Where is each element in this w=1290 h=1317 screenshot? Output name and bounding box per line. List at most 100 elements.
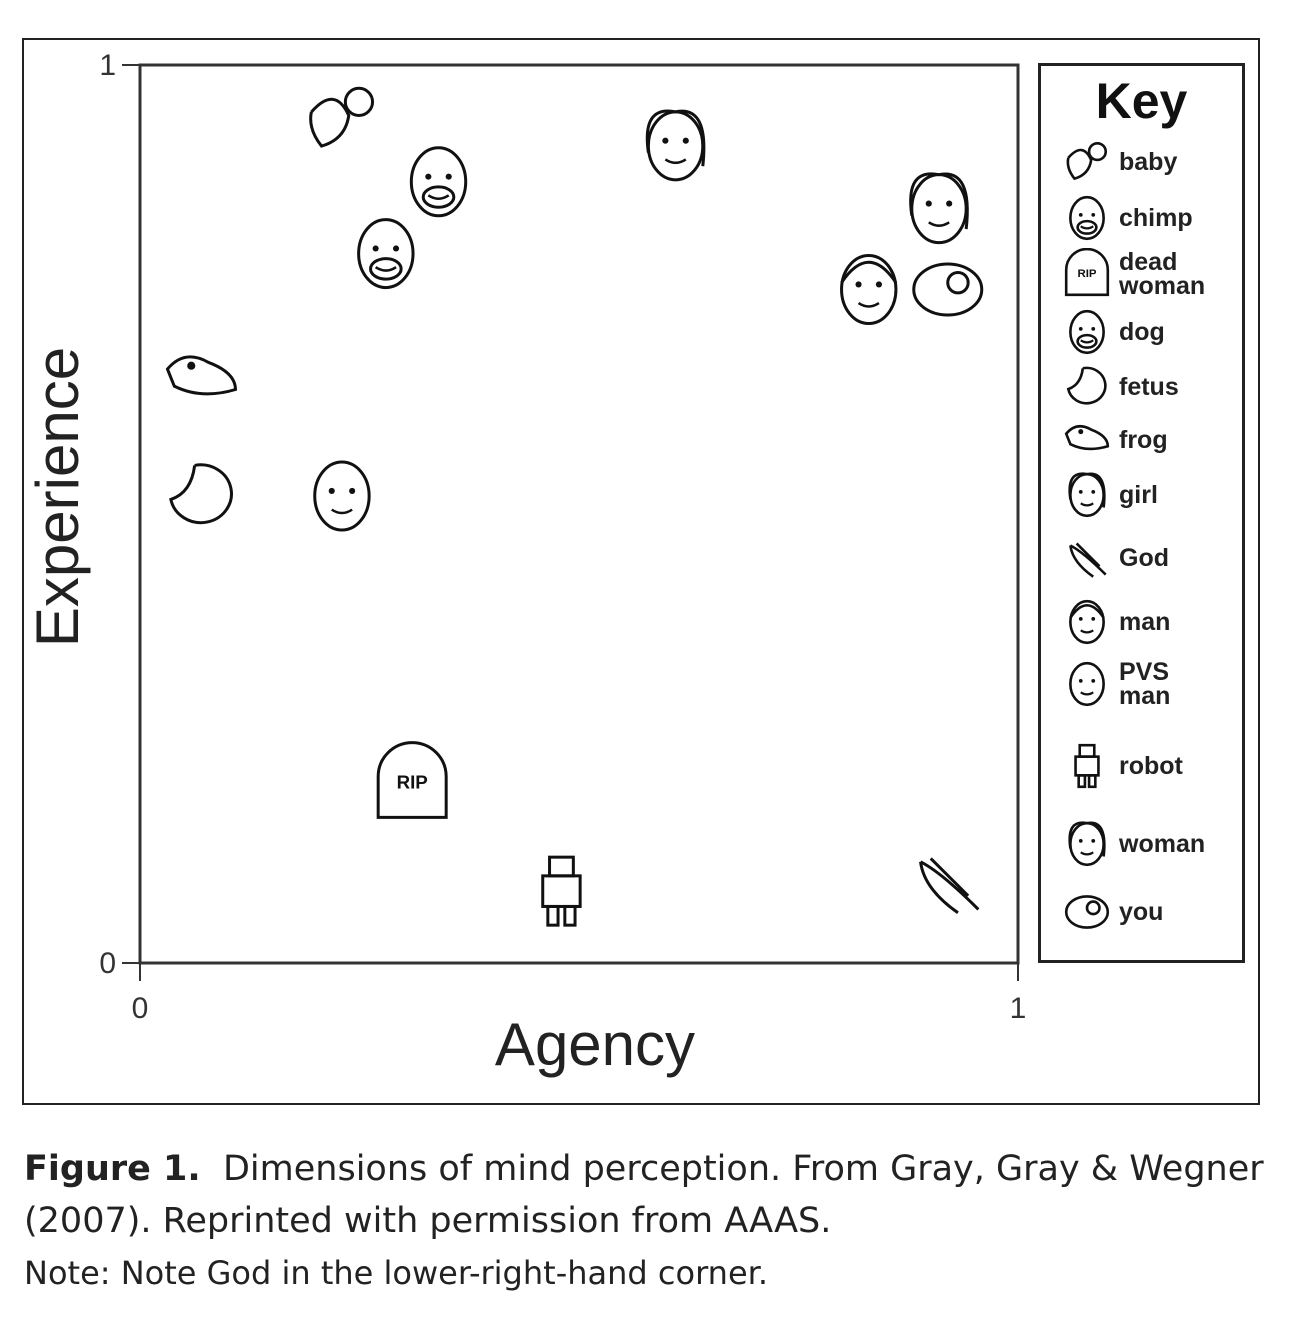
face-outline — [1069, 472, 1105, 518]
data-point-dog — [357, 218, 415, 290]
muzzle — [369, 257, 403, 281]
data-point-robot — [541, 855, 582, 927]
data-point-girl — [645, 109, 706, 182]
mouth — [374, 266, 397, 272]
legend-icon-shape — [1068, 821, 1106, 867]
legend-item: RIP dead woman — [1061, 248, 1219, 300]
legend-label: man — [1119, 608, 1171, 636]
legend-label: dog — [1119, 318, 1165, 346]
tombstone-shape — [1064, 248, 1110, 297]
mouth — [928, 221, 950, 227]
muzzle — [1076, 333, 1098, 349]
legend-icon-shape: RIP — [1064, 248, 1110, 297]
legend-label: chimp — [1119, 204, 1193, 232]
legend-item: dog — [1061, 306, 1219, 358]
eye — [1091, 327, 1096, 331]
rip-text: RIP — [397, 772, 428, 793]
mouth — [1080, 502, 1094, 507]
legend-icon — [1064, 895, 1110, 929]
legend-icon — [1069, 542, 1107, 578]
legend-label: dead woman — [1119, 248, 1206, 300]
frog-eye — [187, 361, 196, 370]
robot-head — [1078, 743, 1096, 758]
figure-label: Figure 1. — [24, 1149, 201, 1189]
legend-icon-shape — [1064, 895, 1110, 929]
mouth — [1080, 339, 1094, 344]
mouth — [331, 508, 353, 515]
eye — [875, 281, 882, 288]
y-axis-label: Experience — [24, 347, 91, 647]
legend-item: PVS man — [1061, 658, 1219, 710]
legend-item: woman — [1061, 818, 1219, 870]
legend-icon — [1066, 366, 1107, 405]
face-outline — [910, 173, 968, 245]
mouth — [1080, 691, 1094, 696]
x-tick-label: 1 — [1010, 992, 1027, 1025]
legend-label: frog — [1119, 426, 1168, 454]
data-point-baby — [309, 86, 375, 148]
robot-body — [1074, 755, 1100, 777]
legend-icon-shape — [1069, 599, 1105, 645]
caption-text: Dimensions of mind perception. From Gray… — [24, 1149, 1264, 1241]
eye — [445, 173, 452, 180]
data-point-frog — [165, 355, 237, 396]
legend-item: chimp — [1061, 192, 1219, 244]
eye — [1078, 327, 1083, 331]
data-point-fetus — [169, 463, 233, 525]
pacifier-body — [309, 97, 351, 148]
frog-body — [1064, 424, 1110, 451]
mouth — [427, 194, 450, 200]
legend-label: woman — [1119, 830, 1206, 858]
hair — [645, 109, 706, 167]
legend-item: God — [1061, 532, 1219, 584]
pacifier-ring — [1087, 141, 1108, 162]
eye — [392, 245, 400, 252]
fetus-outline — [169, 463, 233, 525]
eye — [425, 173, 432, 180]
eye — [1091, 839, 1096, 843]
eye — [1078, 617, 1083, 621]
figure-caption: Figure 1. Dimensions of mind perception.… — [24, 1143, 1264, 1299]
mouth — [1080, 225, 1094, 230]
robot-leg — [1077, 774, 1087, 789]
face-outline — [1069, 599, 1105, 645]
legend-icon — [1069, 309, 1105, 355]
plot-area — [138, 63, 1020, 965]
face-outline — [313, 460, 371, 532]
legend-icon-shape — [1069, 195, 1105, 241]
fetus-outline — [1066, 366, 1107, 405]
eye — [372, 245, 379, 252]
eye — [925, 200, 932, 207]
face-outline — [1069, 821, 1105, 867]
legend-icon — [1066, 141, 1108, 181]
x-axis-label: Agency — [495, 1011, 695, 1078]
legend-icon-shape — [1074, 743, 1100, 789]
eye — [1078, 679, 1083, 683]
legend-item: robot — [1061, 740, 1219, 792]
face-outline — [409, 146, 468, 218]
hair — [1068, 821, 1106, 857]
rip-text: RIP — [1077, 268, 1096, 280]
robot-body — [541, 874, 582, 908]
y-tick-label: 1 — [99, 49, 116, 82]
eye — [946, 200, 953, 207]
frog-eye — [1078, 429, 1084, 435]
legend-label: God — [1119, 544, 1169, 572]
data-point-woman — [909, 172, 969, 245]
eye — [855, 281, 862, 288]
legend-icon — [1069, 599, 1105, 645]
face-outline — [840, 254, 898, 325]
frog-body — [165, 355, 237, 396]
legend-label: robot — [1119, 752, 1183, 780]
legend-item: frog — [1061, 414, 1219, 466]
legend-icon-shape — [1069, 661, 1105, 707]
legend-icon-shape — [1066, 141, 1108, 181]
muzzle — [421, 185, 456, 209]
eye — [1078, 490, 1083, 494]
mouth — [857, 302, 880, 308]
eye — [349, 487, 356, 494]
tombstone-shape — [376, 741, 448, 819]
hair — [840, 260, 898, 284]
legend-icon: RIP — [1064, 248, 1110, 297]
eye — [1091, 490, 1096, 494]
